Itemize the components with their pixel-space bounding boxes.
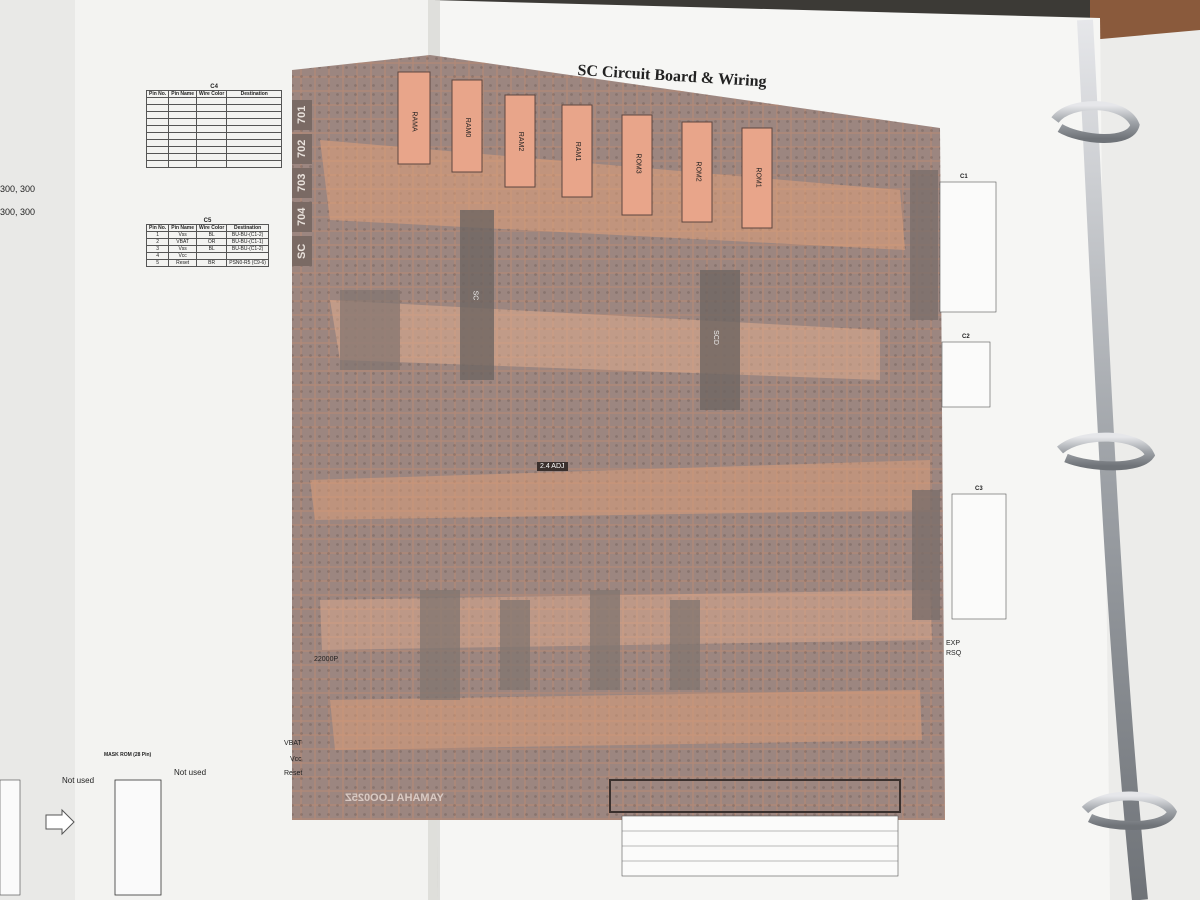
board-label-rsq: RSQ <box>946 650 962 657</box>
table-row: 1 Vss BL BU-BU-(C1-2) <box>145 231 269 239</box>
chip-label-ram1: RAM1 <box>574 141 582 162</box>
side-code-702: 702 <box>292 134 312 164</box>
table-cell: 1 <box>145 231 170 239</box>
chip-ram2 <box>504 94 536 188</box>
chip-ram0 <box>451 79 483 173</box>
table-c5-header-pin-name: Pin Name <box>168 224 198 232</box>
table-cell: BU-BU-(C1-2) <box>226 231 269 239</box>
table-row: 5 Reset BR PSN0-R5 (C9-6) <box>145 259 269 267</box>
side-code-701: 701 <box>292 100 312 130</box>
board-label-reset: Reset <box>284 770 303 777</box>
chip-label-ram0: RAM0 <box>464 117 472 138</box>
table-cell: BU-BU-(C1-1) <box>226 238 269 246</box>
board-label-sc: SC <box>471 290 479 301</box>
binder-ring-top <box>1051 101 1140 143</box>
table-c5-header-destination: Destination <box>226 224 269 232</box>
table-c4-header-destination: Destination <box>226 90 283 98</box>
table-cell: BL <box>196 231 228 239</box>
table-c3-frame <box>951 493 1007 620</box>
table-c4-header-pin-name: Pin Name <box>168 90 198 98</box>
side-code-sc: SC <box>292 236 312 266</box>
table-cell: Vss <box>168 245 198 253</box>
table-cell <box>226 252 269 260</box>
side-code-704: 704 <box>292 202 312 232</box>
table-c2-frame <box>941 341 991 408</box>
chip-label-rom3: ROM3 <box>634 153 642 174</box>
arrow-right-icon <box>45 808 75 836</box>
chip-label-rom1: ROM1 <box>754 167 762 188</box>
binder-rail <box>1077 19 1148 900</box>
table-c1-caption: C1 <box>960 174 968 180</box>
chip-rom1 <box>741 127 773 229</box>
mask-rom-diagram <box>45 779 162 896</box>
table-cell: OR <box>196 238 228 246</box>
chip-label-rama: RAMA <box>410 111 418 132</box>
table-c5-header-wire-color: Wire Color <box>196 224 228 232</box>
chip-label-rom2: ROM2 <box>694 161 702 182</box>
chip-rom2 <box>681 121 713 223</box>
table-cell: 2 <box>145 238 170 246</box>
table-cell: 5 <box>145 259 170 267</box>
left-page <box>0 0 80 900</box>
mask-rom-title: MASK ROM (28 Pin) <box>104 752 152 758</box>
table-row: 3 Vss BL BU-BU-(C1-2) <box>145 245 269 253</box>
table-c5-header-pin-no: Pin No. <box>145 224 170 232</box>
table-c5: C5 Pin No. Pin Name Wire Color Destinati… <box>145 218 269 267</box>
table-cell: 3 <box>145 245 170 253</box>
chip-ram1 <box>561 104 593 198</box>
mask-rom-not-used-left: Not used <box>62 776 95 785</box>
board-label-adj: 2.4 ADJ <box>537 462 568 471</box>
chip-rama <box>397 71 431 165</box>
table-c4: C4 Pin No. Pin Name Wire Color Destinati… <box>145 84 283 168</box>
board-label-cap: 22000P <box>314 656 339 663</box>
table-cell: PSN0-R5 (C9-6) <box>226 259 269 267</box>
binder-ring-bottom <box>1081 791 1177 830</box>
table-cell <box>196 252 228 260</box>
table-cell: BR <box>196 259 228 267</box>
table-c4-header-wire-color: Wire Color <box>196 90 228 98</box>
board-label-vbat: VBAT <box>284 740 302 747</box>
left-page-text-2: 300, 300 <box>0 207 36 217</box>
table-c4-caption: C4 <box>210 84 218 90</box>
table-cell: Vss <box>168 231 198 239</box>
table-cell: BL <box>196 245 228 253</box>
table-cell: 4 <box>145 252 170 260</box>
table-c1-frame <box>939 181 997 313</box>
table-c3-caption: C3 <box>975 486 983 492</box>
side-code-703: 703 <box>292 168 312 198</box>
mask-rom-not-used-right: Not used <box>174 768 207 777</box>
table-c2-caption: C2 <box>962 334 970 340</box>
memory-chip-row <box>397 71 773 229</box>
table-cell: Reset <box>168 259 198 267</box>
board-label-scd: SCD <box>711 330 719 345</box>
table-cell: BU-BU-(C1-2) <box>226 245 269 253</box>
binder-ring-middle <box>1056 432 1156 471</box>
chip-rom3 <box>621 114 653 216</box>
table-row: 2 VBAT OR BU-BU-(C1-1) <box>145 238 269 246</box>
board-silkscreen-mirrored: YAMAHA LOO025Z <box>345 792 444 804</box>
board-label-vcc: Vcc <box>290 756 302 763</box>
left-page-text-1: 300, 300 <box>0 184 36 194</box>
board-label-exp: EXP <box>946 640 961 647</box>
table-cell: VBAT <box>168 238 198 246</box>
pcb-board <box>292 55 945 820</box>
chip-label-ram2: RAM2 <box>517 131 525 152</box>
table-cell: Vcc <box>168 252 198 260</box>
table-row: 4 Vcc <box>145 252 269 260</box>
edge-connector <box>609 779 901 813</box>
table-c4-header-pin-no: Pin No. <box>145 90 170 98</box>
table-c5-caption: C5 <box>203 218 212 224</box>
